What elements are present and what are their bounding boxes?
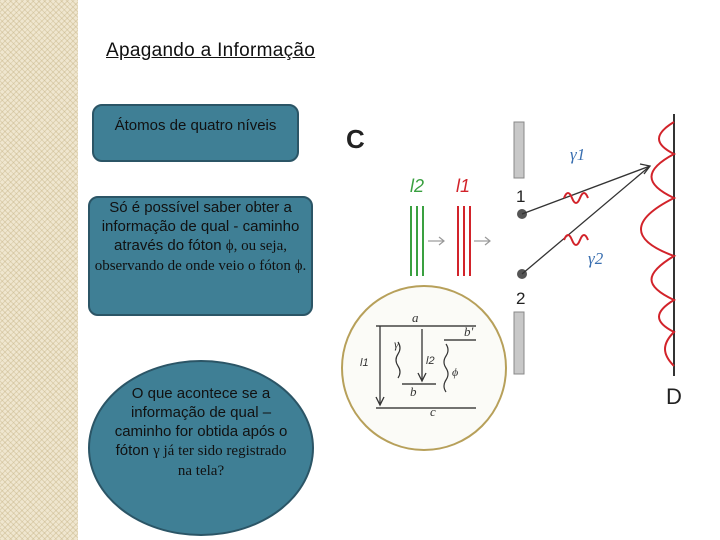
wave-packet-1 [563, 192, 589, 204]
slit-label-2: 2 [516, 289, 525, 308]
wave-packet-2 [563, 234, 589, 246]
gamma1-label: γ1 [570, 145, 585, 164]
level-c: c [430, 404, 436, 419]
quantum-eraser-diagram: C l2 l1 1 2 [326, 104, 718, 454]
question-oval: O que acontece se a informação de qual –… [88, 360, 314, 536]
slit-label-1: 1 [516, 187, 525, 206]
transition-arrows [375, 326, 427, 407]
level-a: a [412, 310, 419, 325]
barrier-top [513, 121, 525, 179]
question-serif-text: já ter sido registrado na tela? [159, 443, 287, 479]
interference-pattern [640, 121, 677, 367]
gamma2-label: γ2 [588, 249, 604, 268]
phi-wiggle [443, 343, 449, 393]
quantum-eraser-figure: C l2 l1 1 2 [326, 104, 718, 454]
red-beam-lines [457, 206, 471, 276]
level-b: b [410, 384, 417, 399]
which-path-info-text: Só é possível saber obter a informação d… [101, 199, 300, 254]
which-path-info-box: Só é possível saber obter a informação d… [88, 196, 313, 316]
slide-title: Apagando a Informação [106, 40, 316, 61]
phi-symbol: ϕ [225, 238, 234, 254]
inset-l2-label: l2 [426, 355, 435, 367]
panel-label: C [346, 124, 365, 154]
green-beam-lines [410, 206, 424, 276]
inset-gamma-label: γ [394, 337, 399, 351]
energy-levels [376, 325, 476, 409]
photon-paths [521, 163, 652, 275]
four-level-atoms-box: Átomos de quatro níveis [92, 104, 299, 162]
question-text: O que acontece se a informação de qual –… [114, 385, 288, 459]
screen-label: D [666, 384, 682, 409]
beam-arrows [428, 236, 491, 246]
inset-phi-label: ϕ [452, 365, 458, 379]
energy-level-inset [341, 285, 507, 451]
four-level-atoms-text: Átomos de quatro níveis [114, 117, 277, 134]
beam-label-l2: l2 [410, 176, 424, 196]
decorative-side-strip [0, 0, 78, 540]
which-path-info-serif-text: , ou seja, observando de onde veio o fót… [94, 238, 307, 274]
gamma-symbol: γ [153, 443, 160, 459]
barrier-bottom [513, 311, 525, 375]
beam-label-l1: l1 [456, 176, 470, 196]
level-b-prime: b' [464, 324, 474, 339]
inset-l1-label: l1 [360, 357, 369, 369]
gamma-wiggle [395, 341, 401, 379]
